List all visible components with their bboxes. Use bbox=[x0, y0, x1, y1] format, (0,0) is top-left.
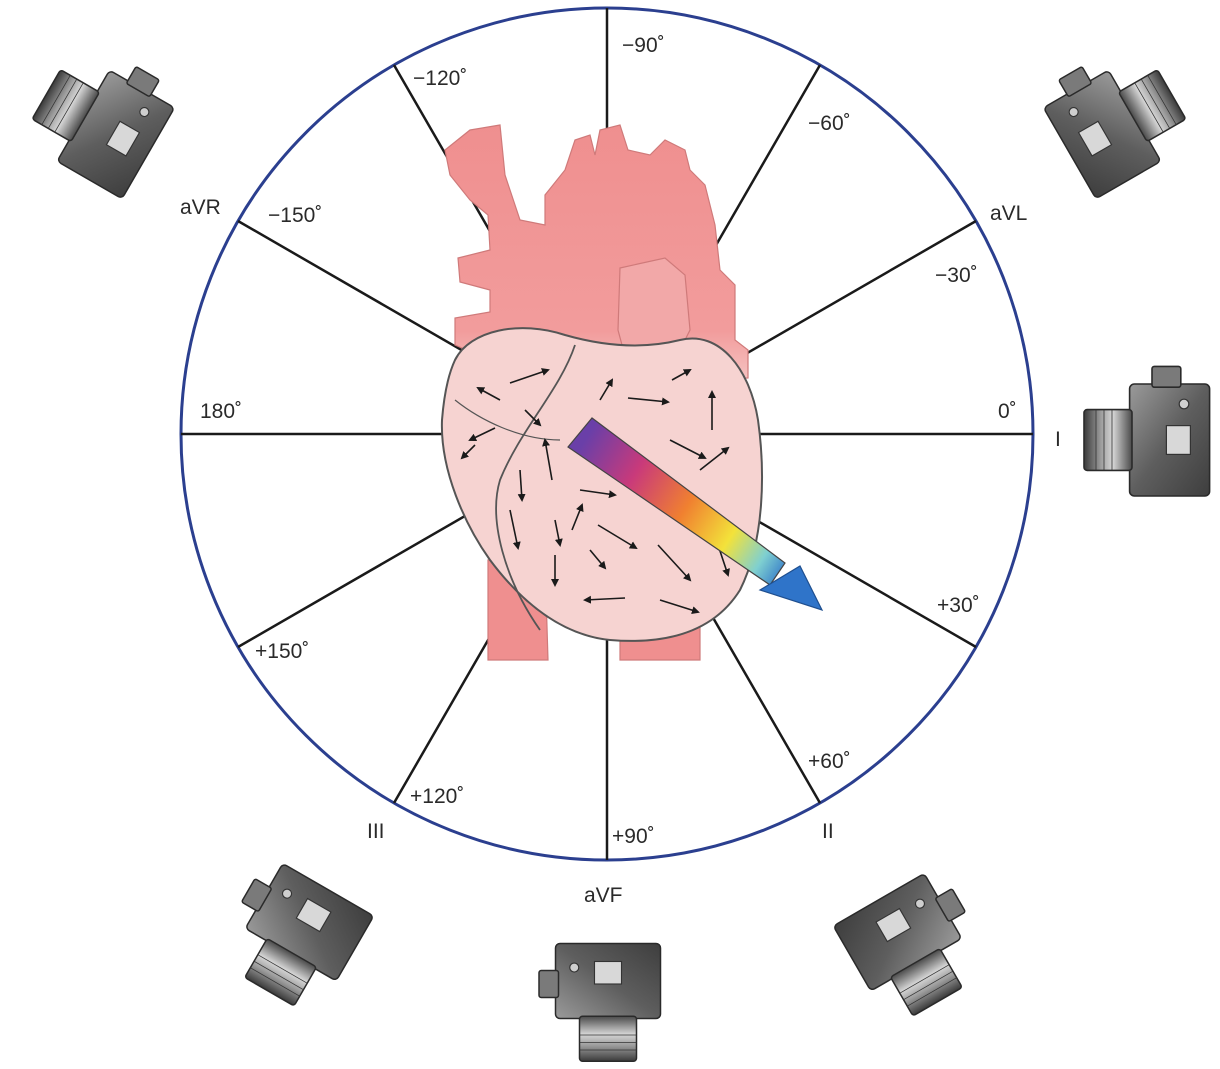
lead-label-aVR: aVR bbox=[180, 196, 221, 219]
camera-icon bbox=[210, 855, 374, 1018]
camera-icon bbox=[539, 944, 661, 1062]
lead-label-aVL: aVL bbox=[990, 202, 1027, 225]
angle-label-pos30: +30˚ bbox=[937, 594, 980, 617]
lead-label-I: I bbox=[1055, 428, 1061, 451]
angle-label-neg30: −30˚ bbox=[935, 264, 978, 287]
camera-icon bbox=[1084, 366, 1210, 496]
angle-label-0: 0˚ bbox=[998, 400, 1017, 423]
camera-icon bbox=[833, 865, 997, 1028]
camera-icon bbox=[20, 35, 183, 199]
angle-label-pos60: +60˚ bbox=[808, 750, 851, 773]
camera-icon bbox=[1035, 35, 1198, 199]
lead-label-III: III bbox=[367, 820, 385, 843]
angle-label-neg60: −60˚ bbox=[808, 112, 851, 135]
angle-label-pos120: +120˚ bbox=[410, 785, 464, 808]
angle-label-180: 180˚ bbox=[200, 400, 242, 423]
angle-label-neg90: −90˚ bbox=[622, 34, 665, 57]
lead-label-II: II bbox=[822, 820, 834, 843]
angle-label-pos90: +90˚ bbox=[612, 825, 655, 848]
angle-label-neg150: −150˚ bbox=[268, 204, 322, 227]
angle-label-neg120: −120˚ bbox=[413, 67, 467, 90]
lead-label-aVF: aVF bbox=[584, 884, 623, 907]
angle-label-pos150: +150˚ bbox=[255, 640, 309, 663]
